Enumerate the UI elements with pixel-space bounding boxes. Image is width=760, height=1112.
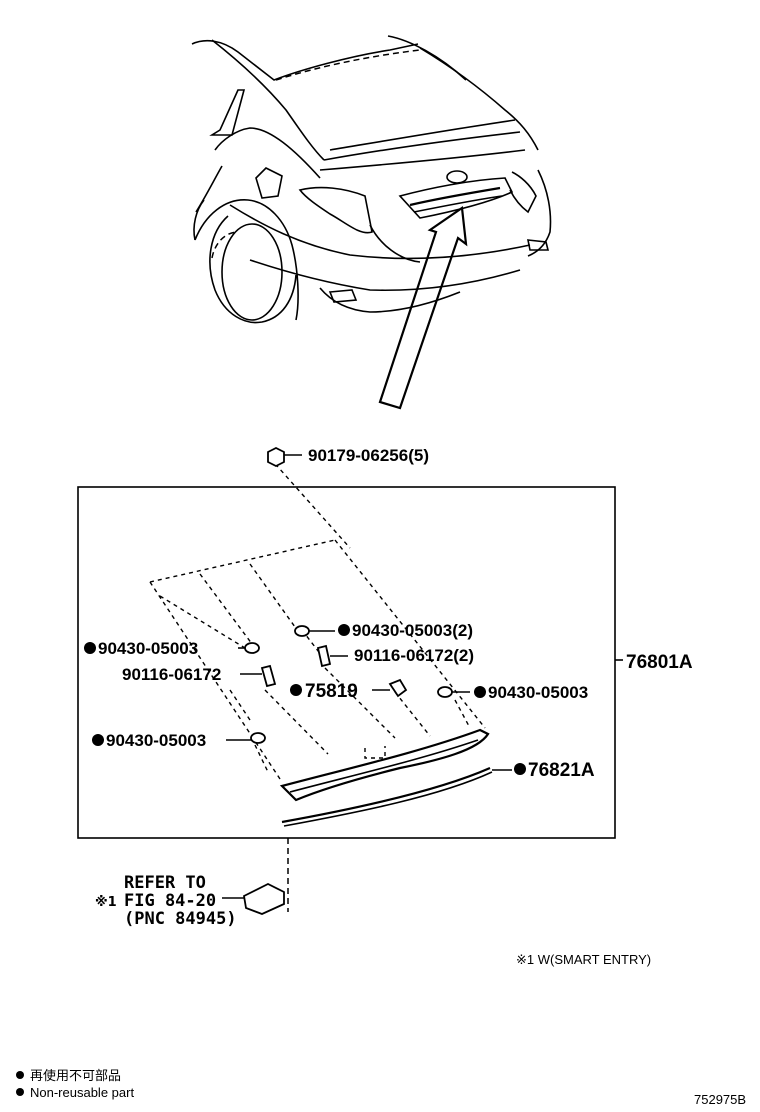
non-reusable-dot [84, 642, 96, 654]
clip-icon [226, 732, 266, 744]
legend-dot [16, 1088, 24, 1096]
clip-icon [437, 686, 470, 698]
refer-line: REFER TO [124, 873, 206, 893]
legend-dot [16, 1071, 24, 1079]
part-label: 90430-05003 [106, 731, 206, 750]
part-label: 90430-05003 [488, 683, 588, 702]
clip-icon [372, 678, 408, 698]
car-rear-illustration [191, 35, 552, 324]
non-reusable-dot [290, 684, 302, 696]
condition-note: ※1 W(SMART ENTRY) [516, 952, 651, 967]
figure-id: 752975B [694, 1092, 746, 1107]
screw-icon [240, 664, 277, 688]
part-label: 90116-06172 [122, 665, 221, 684]
legend-japanese: 再使用不可部品 [30, 1068, 121, 1083]
location-arrow [378, 206, 468, 410]
non-reusable-dot [338, 624, 350, 636]
screw-icon [316, 644, 348, 668]
refer-mark: ※1 [95, 895, 117, 910]
assembly-label: 76801A [626, 652, 693, 673]
nut-icon [267, 446, 302, 468]
clip-icon [238, 642, 260, 654]
clip-icon [294, 625, 335, 637]
legend-english: Non-reusable part [30, 1085, 134, 1100]
part-label: 90179-06256(5) [308, 446, 429, 465]
part-label: 90116-06172(2) [354, 646, 474, 665]
switch-icon [222, 882, 285, 915]
part-label: 76821A [528, 760, 595, 781]
mounting-guide-lines [149, 457, 486, 783]
part-label: 75819 [305, 681, 358, 702]
refer-line: FIG 84-20 [124, 891, 216, 911]
garnish-molding [281, 766, 512, 827]
assembly-frame [77, 486, 616, 839]
non-reusable-dot [92, 734, 104, 746]
legend: 再使用不可部品 Non-reusable part [16, 1068, 134, 1100]
non-reusable-dot [474, 686, 486, 698]
refer-line: (PNC 84945) [124, 909, 237, 929]
back-door-garnish [279, 728, 490, 802]
part-label: 90430-05003 [98, 639, 198, 658]
non-reusable-dot [514, 763, 526, 775]
part-label: 90430-05003(2) [352, 621, 473, 640]
